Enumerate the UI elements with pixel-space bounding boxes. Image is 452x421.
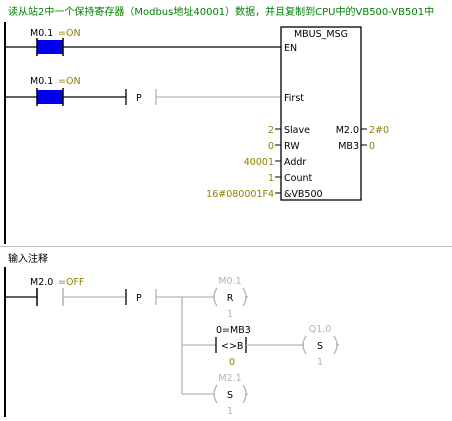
p-label: P bbox=[136, 293, 142, 304]
pin-first: First bbox=[284, 93, 304, 104]
svg-text:M2.0: M2.0 bbox=[336, 125, 359, 136]
contact-address: M0.1 bbox=[30, 28, 53, 39]
svg-text:Count: Count bbox=[284, 173, 312, 184]
contact-m01-en[interactable]: M0.1 =ON bbox=[5, 28, 281, 56]
svg-text:RW: RW bbox=[284, 141, 300, 152]
mbus-msg-block[interactable]: MBUS_MSG EN First 2 Slave 0 RW 40001 Add… bbox=[206, 26, 389, 201]
compare-bottom-operand: 0 bbox=[229, 357, 235, 368]
coil-op: R bbox=[227, 293, 234, 304]
set-coil-q10[interactable]: Q1.0 S 1 bbox=[301, 324, 339, 368]
block-title: MBUS_MSG bbox=[294, 29, 348, 40]
set-coil-m21[interactable]: M2.1 S 1 bbox=[182, 373, 248, 417]
pin-slave: 2 Slave bbox=[268, 125, 310, 136]
coil-address: M0.1 bbox=[218, 276, 241, 287]
svg-text:Addr: Addr bbox=[284, 157, 306, 168]
pin-done: M2.0 2#0 bbox=[336, 125, 389, 136]
p-label: P bbox=[136, 93, 142, 104]
svg-text:Slave: Slave bbox=[284, 125, 310, 136]
svg-text:1: 1 bbox=[268, 173, 274, 184]
contact-state: =ON bbox=[58, 76, 81, 87]
pin-en: EN bbox=[284, 43, 297, 54]
pin-data-ptr: 16#080001F4 &VB500 bbox=[206, 189, 322, 200]
pin-rw: 0 RW bbox=[268, 141, 300, 152]
svg-text:2#0: 2#0 bbox=[369, 125, 389, 136]
positive-edge-p2[interactable]: P bbox=[125, 289, 212, 305]
contact-state: =OFF bbox=[58, 277, 84, 288]
pin-count: 1 Count bbox=[268, 173, 313, 184]
pin-addr: 40001 Addr bbox=[244, 157, 307, 168]
coil-op: S bbox=[227, 390, 233, 401]
energized-contact-icon bbox=[37, 90, 63, 104]
svg-text:40001: 40001 bbox=[244, 157, 274, 168]
contact-address: M2.0 bbox=[30, 277, 53, 288]
positive-edge-p1[interactable]: P bbox=[125, 89, 281, 105]
network-2-comment[interactable]: 输入注释 bbox=[8, 252, 48, 265]
coil-op: S bbox=[317, 341, 323, 352]
pin-error: MB3 0 bbox=[338, 141, 375, 152]
compare-op: <>B bbox=[221, 341, 243, 352]
contact-address: M0.1 bbox=[30, 76, 53, 87]
coil-count: 1 bbox=[317, 357, 323, 368]
coil-count: 1 bbox=[227, 406, 233, 417]
reset-coil-m01[interactable]: M0.1 R 1 bbox=[212, 276, 248, 320]
compare-top-operand: 0=MB3 bbox=[216, 325, 251, 336]
contact-m20[interactable]: M2.0 =OFF bbox=[5, 277, 126, 306]
function-block-box bbox=[280, 26, 362, 201]
svg-text:MB3: MB3 bbox=[338, 141, 359, 152]
svg-text:&VB500: &VB500 bbox=[284, 189, 323, 200]
svg-text:2: 2 bbox=[268, 125, 274, 136]
energized-contact-icon bbox=[37, 40, 63, 54]
network-separator bbox=[0, 246, 452, 247]
coil-address: M2.1 bbox=[218, 373, 241, 384]
svg-text:16#080001F4: 16#080001F4 bbox=[206, 189, 274, 200]
compare-not-equal-byte[interactable]: 0=MB3 <>B 0 bbox=[182, 325, 301, 368]
svg-text:0: 0 bbox=[369, 141, 375, 152]
coil-address: Q1.0 bbox=[309, 324, 332, 335]
svg-text:0: 0 bbox=[268, 141, 274, 152]
contact-state: =ON bbox=[58, 28, 81, 39]
contact-m01-first[interactable]: M0.1 =ON bbox=[5, 76, 126, 106]
network-1-comment: 读从站2中一个保持寄存器（Modbus地址40001）数据，并且复制到CPU中的… bbox=[8, 5, 434, 18]
coil-count: 1 bbox=[227, 309, 233, 320]
